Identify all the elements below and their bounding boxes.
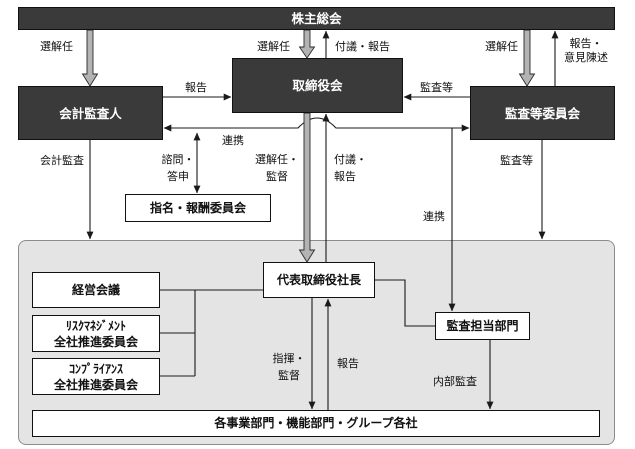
board-box: 取締役会	[232, 58, 403, 113]
thick-arrow-elect-auditor	[81, 29, 99, 87]
audit-department-label: 監査担当部門	[446, 318, 519, 333]
management-meeting-label: 経営会議	[71, 282, 120, 297]
label-refer-report-line2: 報告	[334, 170, 356, 183]
label-elect-supervise-line2: 監督	[266, 170, 288, 183]
audit-committee-label: 監査等委員会	[504, 105, 580, 121]
label-direct-supervise-line1: 指揮・	[272, 352, 306, 365]
label-elect-committee: 選解任	[485, 40, 518, 53]
label-elect-supervise-line1: 選解任・	[255, 153, 299, 166]
accounting-auditor-label: 会計監査人	[59, 105, 122, 121]
label-committee-audit: 監査等	[420, 81, 453, 94]
label-refer-report-top: 付議・報告	[335, 40, 390, 53]
label-direct-supervise: 指揮・ 監督	[271, 350, 307, 384]
business-units-box: 各事業部門・機能部門・グループ各社	[32, 410, 600, 437]
label-cooperation-horizontal: 連携	[222, 134, 244, 147]
shareholders-meeting-box: 株主総会	[18, 7, 615, 30]
label-consult-answer-line2: 答申	[167, 170, 189, 183]
label-elect-auditor: 選解任	[40, 40, 73, 53]
nomination-committee-box: 指名・報酬委員会	[125, 194, 271, 222]
label-report-up: 報告	[337, 357, 359, 370]
label-cooperation-vertical: 連携	[423, 210, 445, 223]
label-elect-board: 選解任	[257, 40, 290, 53]
risk-committee-label-line1: ﾘｽｸﾏﾈｼﾞﾒﾝﾄ	[65, 318, 126, 333]
audit-department-box: 監査担当部門	[435, 312, 530, 340]
label-report-opinion: 報告・ 意見陳述	[561, 37, 611, 65]
label-accounting-audit: 会計監査	[40, 154, 84, 167]
nomination-committee-label: 指名・報酬委員会	[149, 200, 246, 215]
label-committee-audit-down: 監査等	[500, 154, 533, 167]
arrow-cooperation-horizontal	[163, 117, 470, 132]
accounting-auditor-box: 会計監査人	[18, 86, 163, 140]
business-units-label: 各事業部門・機能部門・グループ各社	[214, 416, 418, 430]
risk-committee-box: ﾘｽｸﾏﾈｼﾞﾒﾝﾄ 全社推進委員会	[32, 315, 160, 352]
compliance-committee-label-line2: 全社推進委員会	[53, 377, 138, 392]
thick-arrow-elect-supervise	[298, 112, 316, 263]
label-consult-answer: 諮問・ 答申	[161, 151, 195, 185]
label-refer-report-line1: 付議・	[334, 153, 367, 166]
label-internal-audit: 内部監査	[433, 375, 477, 388]
management-meeting-box: 経営会議	[32, 272, 160, 308]
label-elect-supervise: 選解任・ 監督	[254, 151, 300, 185]
connector-audit-department	[375, 279, 435, 327]
label-consult-answer-line1: 諮問・	[161, 153, 195, 166]
compliance-committee-box: ｺﾝﾌﾟﾗｲｱﾝｽ 全社推進委員会	[32, 358, 160, 395]
president-label: 代表取締役社長	[276, 272, 361, 287]
audit-committee-box: 監査等委員会	[470, 86, 615, 140]
risk-committee-label-line2: 全社推進委員会	[53, 334, 138, 349]
label-auditor-report: 報告	[185, 81, 207, 94]
thick-arrow-elect-committee	[518, 29, 536, 87]
shareholders-meeting-label: 株主総会	[291, 11, 342, 26]
label-report-opinion-line2: 意見陳述	[564, 51, 608, 64]
label-direct-supervise-line2: 監督	[278, 369, 300, 382]
board-label: 取締役会	[292, 78, 343, 93]
thick-arrow-elect-board	[298, 29, 316, 59]
label-refer-report: 付議・ 報告	[334, 151, 367, 185]
label-report-opinion-line1: 報告・	[569, 37, 603, 50]
president-box: 代表取締役社長	[263, 262, 375, 298]
compliance-committee-label-line1: ｺﾝﾌﾟﾗｲｱﾝｽ	[68, 361, 123, 376]
